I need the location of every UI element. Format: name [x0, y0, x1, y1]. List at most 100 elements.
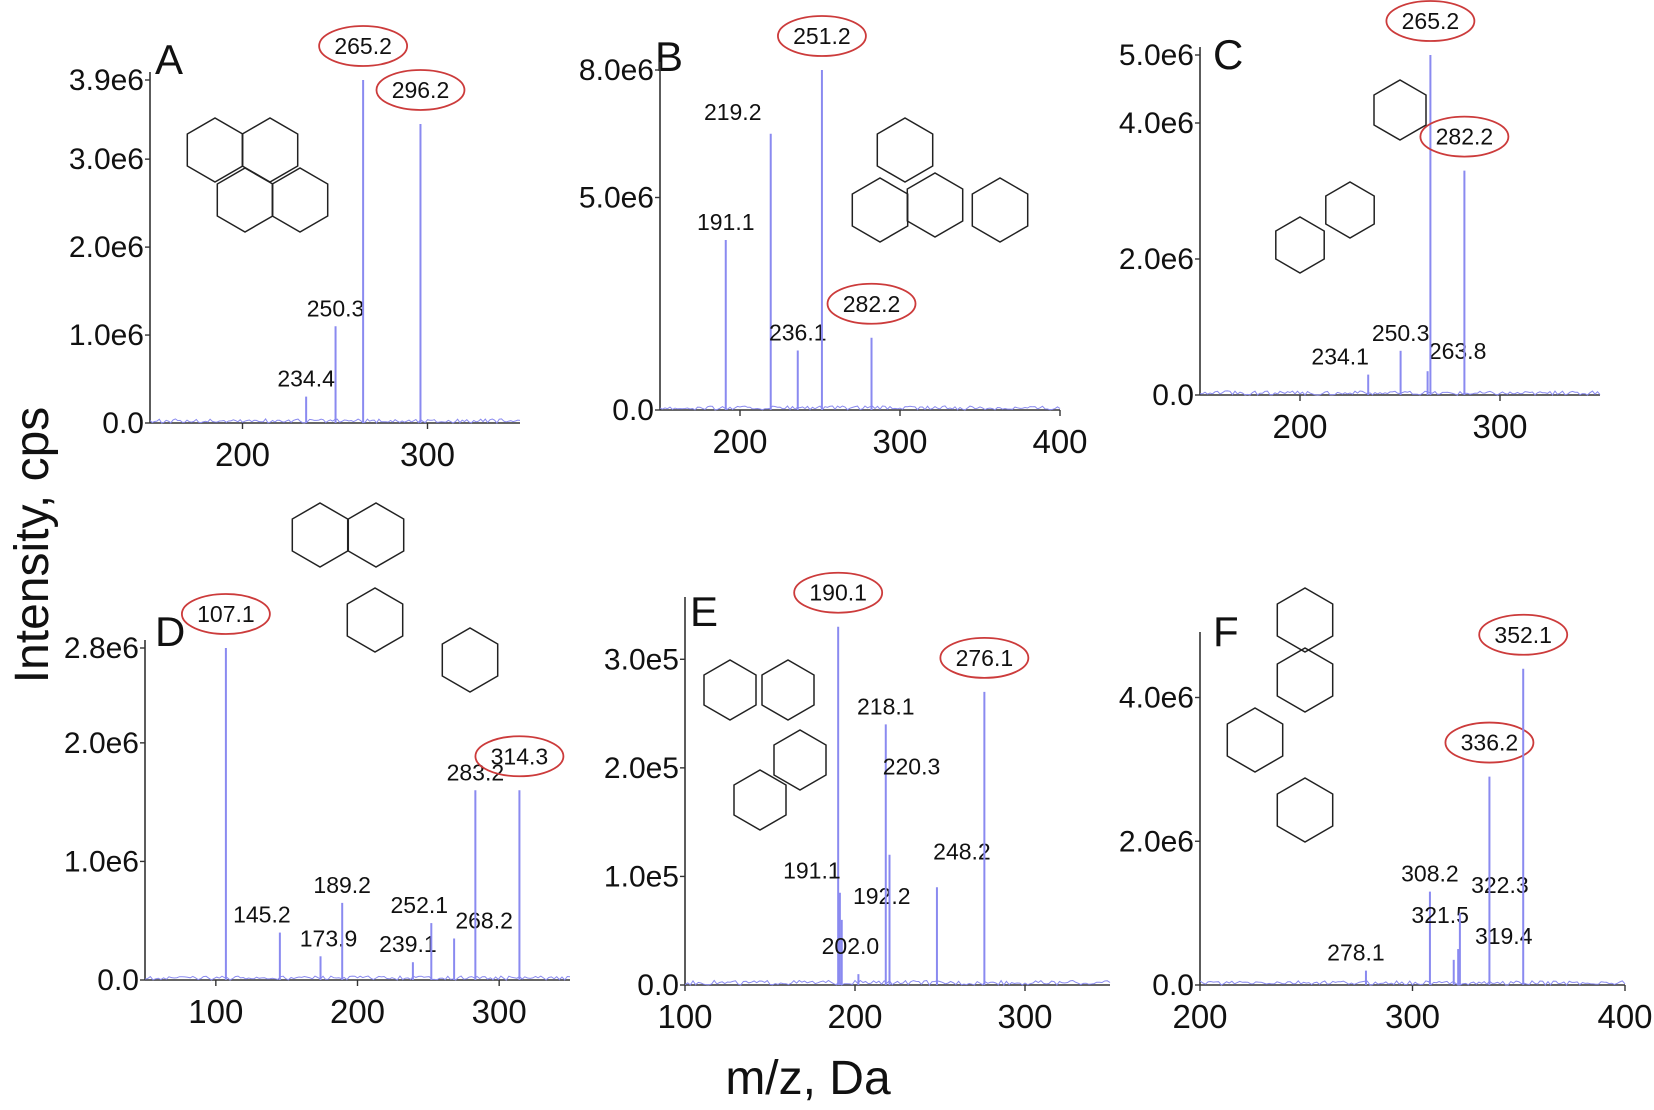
peak-label: 308.2	[1401, 861, 1459, 887]
proaporphine-structure-icon	[1275, 79, 1427, 274]
highlight-ellipse	[1444, 721, 1535, 764]
highlight-ellipse	[1478, 613, 1569, 656]
peak-label: 248.2	[933, 838, 991, 864]
highlight-ellipse	[318, 25, 409, 67]
peak-label: 252.1	[391, 892, 449, 918]
y-tick-label: 0.0	[637, 969, 679, 1002]
peak-label: 263.8	[1429, 338, 1487, 364]
x-tick-label: 300	[400, 436, 455, 473]
peak-label: 250.3	[307, 295, 365, 321]
highlight-ellipse	[1419, 115, 1510, 158]
protoberberine-structure-icon	[1226, 587, 1334, 843]
peak-label: 282.2	[1436, 124, 1494, 150]
benzylisoquinoline-structure-icon	[291, 502, 499, 693]
panel-letter: F	[1213, 608, 1239, 655]
y-tick-label: 1.0e6	[64, 845, 139, 878]
x-tick-label: 100	[188, 993, 243, 1030]
structures	[186, 79, 1427, 843]
x-tick-label: 400	[1032, 423, 1087, 460]
peak-label: 234.4	[277, 366, 335, 392]
y-tick-label: 3.0e5	[604, 643, 679, 676]
peak-label: 218.1	[857, 693, 915, 719]
peak-label: 239.1	[379, 931, 437, 957]
y-tick-label: 8.0e6	[579, 54, 654, 87]
y-tick-label: 5.0e6	[1119, 39, 1194, 72]
y-tick-label: 3.0e6	[69, 143, 144, 176]
baseline-noise	[1199, 980, 1626, 986]
x-tick-label: 300	[1472, 408, 1527, 445]
peak-label: 191.1	[783, 858, 841, 884]
peak-label: 236.1	[769, 320, 827, 346]
y-tick-label: 1.0e6	[69, 319, 144, 352]
peak-label: 265.2	[1402, 8, 1460, 34]
highlight-ellipse	[474, 735, 565, 778]
peak-label: 352.1	[1494, 622, 1552, 648]
panel-letter: A	[155, 36, 183, 83]
x-tick-label: 100	[657, 998, 712, 1035]
y-tick-label: 4.0e6	[1119, 107, 1194, 140]
y-tick-label: 2.0e6	[69, 231, 144, 264]
highlight-ellipse	[939, 636, 1030, 679]
y-tick-label: 2.0e6	[1119, 825, 1194, 858]
peak-label: 265.2	[334, 33, 392, 59]
peak-label: 189.2	[313, 872, 371, 898]
x-tick-label: 200	[827, 998, 882, 1035]
y-tick-label: 0.0	[1152, 379, 1194, 412]
y-tick-label: 2.0e6	[1119, 243, 1194, 276]
highlight-ellipse	[826, 282, 917, 325]
x-tick-label: 300	[997, 998, 1052, 1035]
peak-label: 336.2	[1461, 730, 1519, 756]
x-tick-label: 400	[1597, 998, 1652, 1035]
peak-label: 251.2	[793, 23, 851, 49]
y-tick-label: 0.0	[97, 964, 139, 997]
x-tick-label: 300	[472, 993, 527, 1030]
x-tick-label: 200	[215, 436, 270, 473]
highlight-ellipse	[180, 593, 271, 635]
y-tick-label: 1.0e5	[604, 860, 679, 893]
peak-label: 190.1	[809, 580, 867, 606]
aporphine-structure-icon	[186, 117, 329, 233]
highlight-ellipse	[793, 571, 884, 614]
x-axis-title: m/z, Da	[725, 1052, 891, 1105]
peak-label: 145.2	[233, 902, 291, 928]
aporphine-structure-icon	[851, 117, 1029, 243]
peak-label: 191.1	[697, 209, 755, 235]
peak-label: 276.1	[956, 645, 1014, 671]
y-tick-label: 5.0e6	[579, 182, 654, 215]
peak-label: 192.2	[853, 883, 911, 909]
y-tick-label: 2.0e6	[64, 727, 139, 760]
peak-label: 202.0	[822, 933, 880, 959]
x-tick-label: 300	[1385, 998, 1440, 1035]
y-tick-label: 0.0	[1152, 969, 1194, 1002]
peak-label: 278.1	[1327, 940, 1385, 966]
peak-label: 322.3	[1471, 872, 1529, 898]
x-tick-label: 300	[872, 423, 927, 460]
peak-label: 282.2	[843, 291, 901, 317]
y-tick-label: 4.0e6	[1119, 682, 1194, 715]
x-tick-label: 200	[712, 423, 767, 460]
highlight-ellipse	[777, 15, 867, 57]
oxoaporphine-structure-icon	[703, 659, 827, 831]
peak-label: 314.3	[491, 743, 549, 769]
peak-label: 220.3	[883, 754, 941, 780]
spectrum-panels: A 0.0 1.0e6 2.0e6 3.0e6 3.9e6 200 300 234.4 250.3…	[64, 0, 1653, 1035]
x-tick-label: 200	[1172, 998, 1227, 1035]
y-tick-label: 3.9e6	[69, 64, 144, 97]
panel-letter: C	[1213, 31, 1243, 78]
panel-letter: D	[155, 608, 185, 655]
y-tick-label: 2.0e5	[604, 752, 679, 785]
x-tick-label: 200	[330, 993, 385, 1030]
peak-label: 219.2	[704, 99, 762, 125]
baseline-noise	[684, 979, 1111, 986]
highlight-ellipse	[1385, 0, 1476, 42]
peak-label: 234.1	[1311, 344, 1369, 370]
x-tick-label: 200	[1272, 408, 1327, 445]
peak-label: 268.2	[455, 908, 513, 934]
